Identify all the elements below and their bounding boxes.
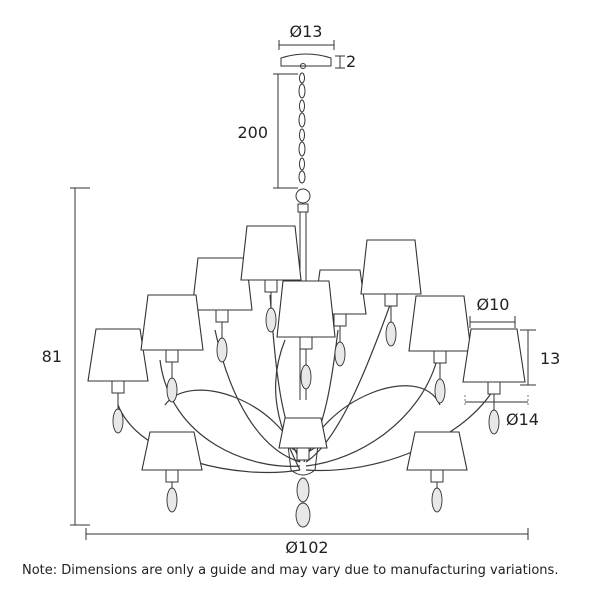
- lamp-shade-2: [406, 431, 468, 513]
- crystal-drop: [385, 321, 397, 347]
- lamp-shade-9: [140, 294, 204, 403]
- overall-diameter-label: Ø102: [285, 538, 328, 557]
- lamp-shade-11: [408, 295, 472, 404]
- lamp-group: [87, 225, 526, 513]
- canopy-diameter-label: Ø13: [290, 22, 323, 41]
- shade-bottom-diameter-label: Ø14: [506, 410, 539, 429]
- lamp-shade-4: [191, 257, 253, 363]
- lamp-shade-3: [278, 417, 328, 461]
- canopy-height-label: 2: [346, 52, 356, 71]
- shade-height-label: 13: [540, 349, 560, 368]
- lamp-shade-1: [141, 431, 203, 513]
- lamp-shade-10: [276, 280, 336, 390]
- crystal-drop: [112, 408, 124, 434]
- lamp-shade-8: [87, 328, 149, 434]
- crystal-drop: [166, 377, 178, 403]
- overall-height-label: 81: [42, 347, 62, 366]
- crystal-drop: [216, 337, 228, 363]
- chain: [295, 72, 311, 204]
- dimension-lines: [70, 40, 536, 540]
- crystal-drop: [300, 364, 312, 390]
- crystal-drop: [265, 307, 277, 333]
- crystal-drop: [434, 378, 446, 404]
- shade-top-diameter-label: Ø10: [477, 295, 510, 314]
- crystal-drop: [431, 487, 443, 513]
- lamp-shade-7: [360, 239, 422, 347]
- canopy: [280, 53, 332, 69]
- lamp-shade-12: [462, 328, 526, 435]
- lower-body: [287, 443, 319, 528]
- disclaimer-note: Note: Dimensions are only a guide and ma…: [22, 563, 559, 578]
- chain-length-label: 200: [237, 123, 268, 142]
- crystal-drop: [488, 409, 500, 435]
- crystal-drop: [166, 487, 178, 513]
- crystal-drop: [334, 341, 346, 367]
- lamp-shade-5: [240, 225, 302, 333]
